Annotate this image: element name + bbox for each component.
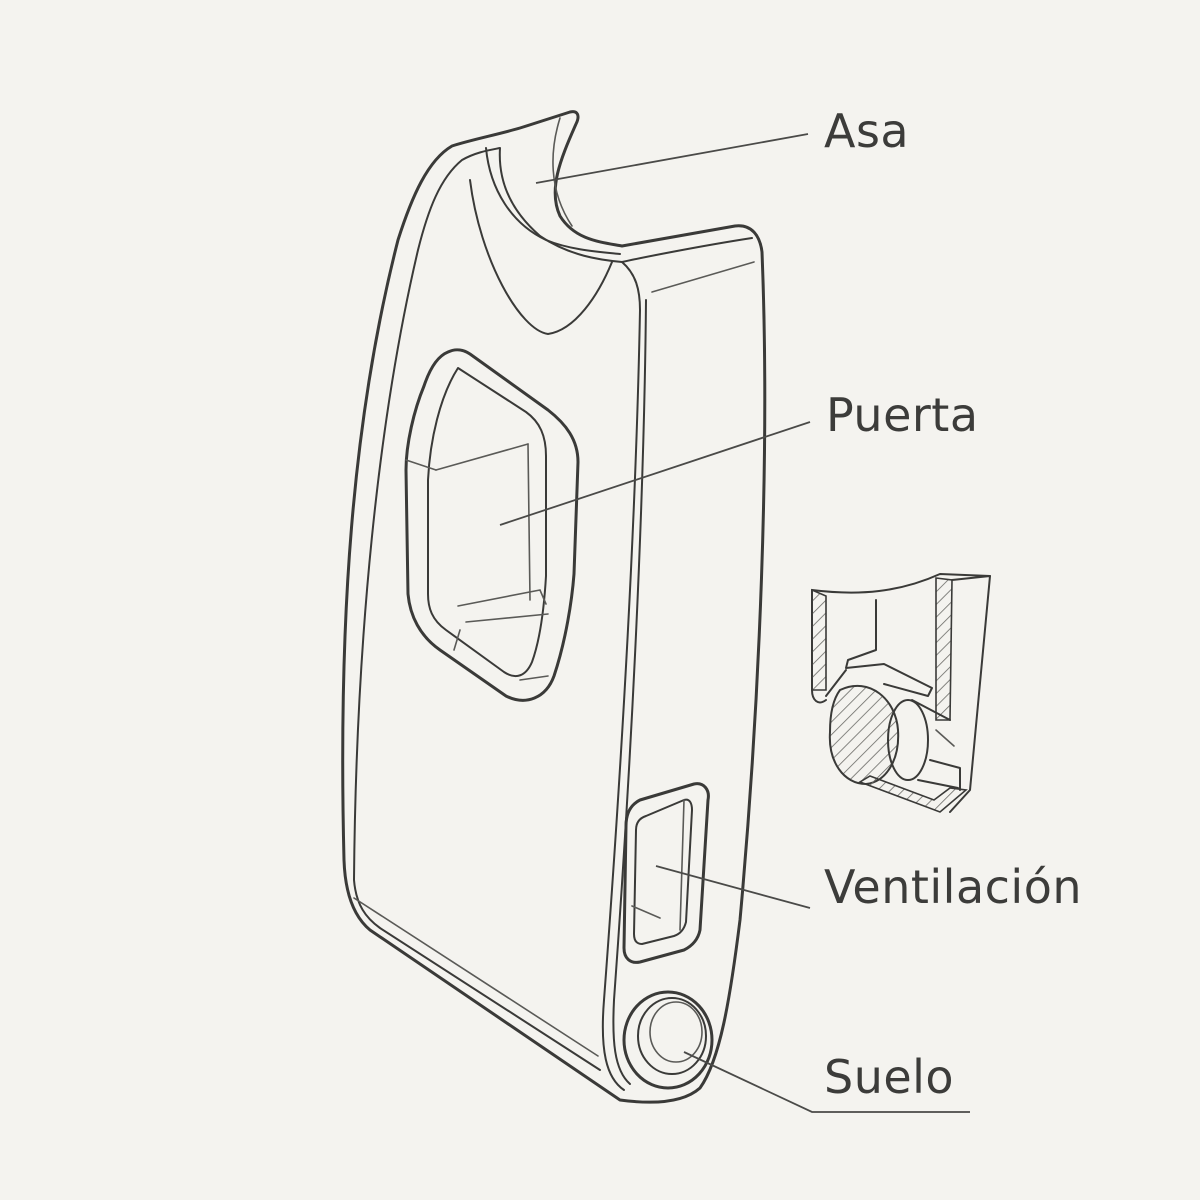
- label-vent: Ventilación: [824, 860, 1083, 914]
- label-handle: Asa: [824, 104, 910, 158]
- vent-slot: [622, 782, 710, 964]
- floor-wheel: [622, 990, 714, 1090]
- leader-puerta: [499, 421, 811, 526]
- cutaway-detail: [811, 573, 991, 813]
- label-door: Puerta: [826, 388, 979, 442]
- label-floor: Suelo: [824, 1050, 955, 1104]
- leader-asa: [535, 133, 809, 184]
- leader-ventilacion: [655, 865, 811, 909]
- door-opening: [404, 348, 580, 702]
- carrier-body: [341, 110, 767, 1104]
- leader-suelo: [683, 1051, 970, 1113]
- leader-lines: [499, 133, 970, 1113]
